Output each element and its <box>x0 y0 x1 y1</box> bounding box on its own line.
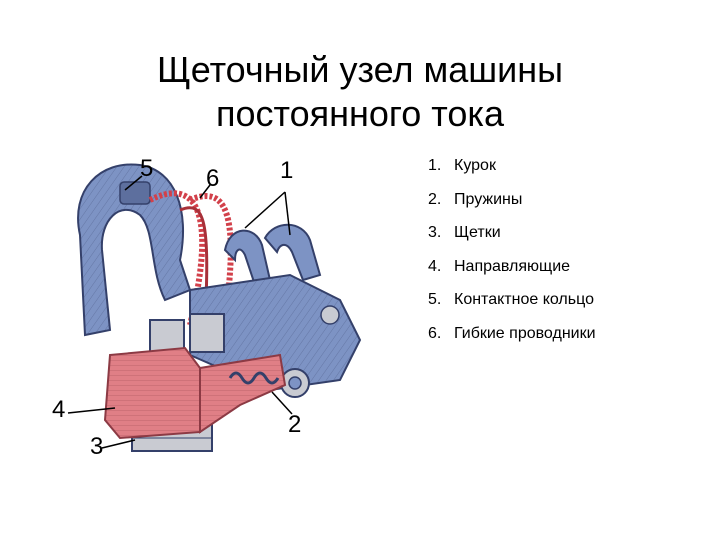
springs-part <box>228 371 280 385</box>
parts-legend: 1. Курок 2. Пружины 3. Щетки 4. Направляющие… <box>428 156 596 357</box>
legend-item-number: 4. <box>428 257 442 275</box>
callout-6: 6 <box>206 165 219 192</box>
legend-item-text: Курок <box>454 157 496 174</box>
callout-2: 2 <box>288 411 301 438</box>
callout-5: 5 <box>140 155 153 182</box>
legend-item-number: 2. <box>428 190 442 208</box>
legend-item-springs: 2. Пружины <box>428 190 596 210</box>
legend-item-trigger: 1. Курок <box>428 156 596 176</box>
legend-item-text: Направляющие <box>454 257 571 275</box>
legend-item-contact-ring: 5. Контактное кольцо <box>428 290 596 310</box>
legend-item-text: Щетки <box>454 224 501 241</box>
legend-item-flexible-wires: 6. Гибкие проводники <box>428 324 596 344</box>
legend-item-guides: 4. Направляющие <box>428 257 596 277</box>
slide-title-line-2: постоянного тока <box>216 93 504 135</box>
callout-4: 4 <box>52 396 65 423</box>
legend-item-text: Гибкие проводники <box>454 324 596 342</box>
brush-assembly-illustration: 5 6 1 4 3 2 <box>52 155 362 460</box>
legend-item-number: 3. <box>428 224 442 241</box>
callout-1: 1 <box>280 157 293 184</box>
holder-body-part <box>189 273 362 398</box>
legend-item-text: Контактное кольцо <box>454 291 594 308</box>
contact-ring-part <box>77 163 192 337</box>
legend-item-text: Пружины <box>454 190 523 208</box>
slide-title: Щеточный узел машины постоянного тока <box>60 48 660 136</box>
slide-title-line-1: Щеточный узел машины <box>157 49 563 91</box>
legend-item-number: 5. <box>428 291 442 308</box>
callout-3: 3 <box>90 433 103 460</box>
brush-assembly-figure: 5 6 1 4 3 2 <box>40 140 400 480</box>
brushes-part <box>131 313 225 452</box>
trigger-part <box>223 223 322 287</box>
guides-part <box>103 346 287 440</box>
callout-leaders <box>67 175 293 449</box>
legend-item-number: 1. <box>428 157 442 174</box>
legend-item-number: 6. <box>428 324 442 342</box>
legend-item-brushes: 3. Щетки <box>428 223 596 243</box>
